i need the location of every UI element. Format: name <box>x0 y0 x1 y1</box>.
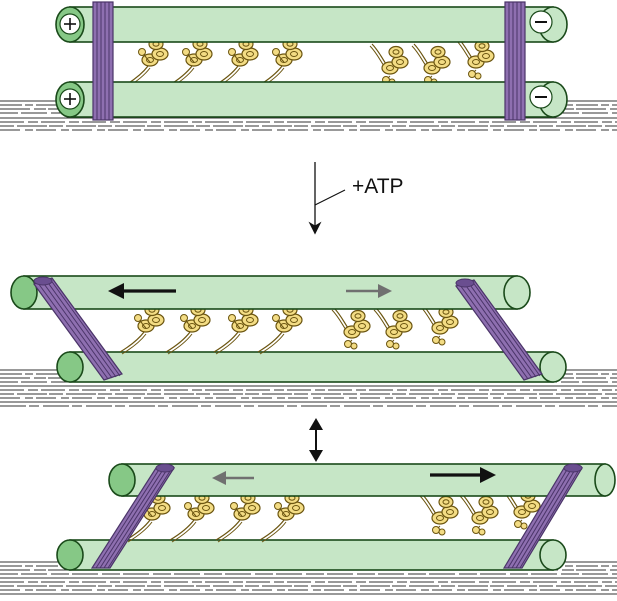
reaction-arrow-icon <box>308 162 346 235</box>
microtubule-upper <box>55 6 568 43</box>
minus-end-icon <box>529 85 553 109</box>
microtubule-lower <box>56 351 567 383</box>
sliding-arrow-icon <box>212 471 254 485</box>
microtubule-upper <box>10 275 531 310</box>
plus-end-icon <box>59 88 81 110</box>
nexin-linker-right <box>455 278 543 381</box>
dynein-motors-right <box>331 303 459 350</box>
panel-1-before-atp <box>0 1 617 131</box>
microtubule-lower <box>55 81 568 118</box>
plus-end-icon <box>59 13 81 35</box>
microtubule-upper <box>108 463 616 497</box>
nexin-linker-left <box>33 276 123 381</box>
double-headed-arrow-icon <box>309 418 323 462</box>
nexin-linker-left <box>90 463 176 569</box>
dynein-motors-right <box>369 37 495 86</box>
sliding-arrow-icon <box>346 284 392 298</box>
sliding-arrow-icon <box>430 467 496 483</box>
sliding-arrow-icon <box>108 283 176 299</box>
nexin-linker-right <box>502 463 584 569</box>
nexin-linker-left <box>92 1 114 121</box>
nexin-linker-right <box>504 1 526 121</box>
panel-2-after-atp <box>0 275 617 407</box>
panel-3-oscillation <box>0 463 617 595</box>
microtubule-lower <box>56 539 567 571</box>
atp-label: +ATP <box>352 175 404 198</box>
minus-end-icon <box>529 10 553 34</box>
